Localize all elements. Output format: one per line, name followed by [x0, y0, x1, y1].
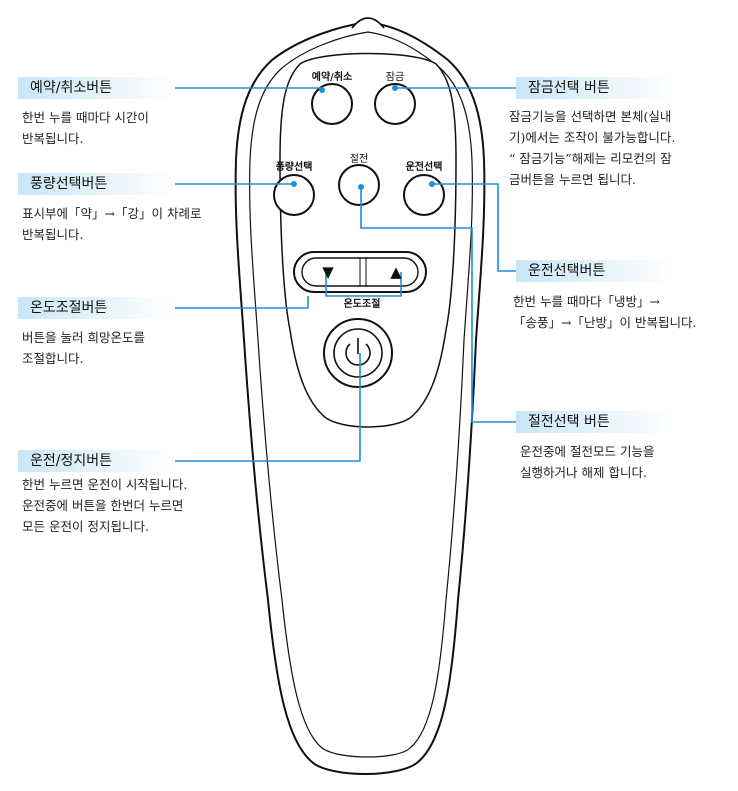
lock-button-label: 잠금 [385, 72, 405, 83]
mode-button-label: 운전선택 [405, 162, 443, 173]
callout-reserve-title: 예약/취소버튼 [18, 77, 175, 99]
remote-body-inner-outline [249, 31, 473, 758]
lock-button[interactable] [374, 83, 416, 125]
callout-power-desc: 한번 누르면 운전이 시작됩니다. 운전중에 버튼을 한번더 누르면 모든 운전… [22, 477, 188, 534]
reserve-button-label: 예약/취소 [311, 72, 353, 83]
temp-rocker-label: 온도조절 [343, 299, 381, 310]
callout-eco-title: 절전선택 버튼 [516, 411, 676, 433]
leader-power [175, 353, 361, 462]
callout-mode-title: 운전선택버튼 [516, 260, 676, 282]
callout-eco-desc: 운전중에 절전모드 기능을 실행하거나 해제 합니다. [520, 444, 655, 480]
fan-button-label: 풍량선택 [275, 162, 313, 173]
leader-dot-eco [358, 184, 364, 190]
temp-rocker[interactable] [293, 251, 427, 293]
callout-fan-title: 풍량선택버튼 [18, 173, 175, 195]
leader-dot-mode [429, 181, 435, 187]
leader-dot-lock [392, 85, 398, 91]
callout-lock-title: 잠금선택 버튼 [516, 77, 676, 99]
leader-eco [360, 187, 516, 423]
callout-reserve-desc: 한번 누를 때마다 시간이 반복됩니다. [22, 110, 149, 146]
leader-temp [175, 296, 309, 309]
callout-mode-desc: 한번 누를 때마다「냉방」→ 「송풍」→「난방」이 반복됩니다. [513, 294, 697, 330]
remote-face-panel [279, 52, 457, 428]
eco-button-label: 절전 [349, 154, 369, 165]
callout-lock-desc: 잠금기능을 선택하면 본체(실내 기)에서는 조작이 불가능합니다. “ 잠금기… [509, 109, 676, 187]
leader-dot-reserve [319, 87, 325, 93]
leader-temp-bracket [325, 272, 402, 297]
callout-temp-desc: 버튼을 눌러 희망온도를 조절합니다. [22, 330, 145, 366]
leader-dot-fan [291, 181, 297, 187]
remote-top-nub [351, 17, 385, 29]
temp-down-arrow: ▼ [322, 263, 334, 281]
mode-button[interactable] [403, 174, 445, 216]
callout-fan-desc: 표시부에「약」→「강」이 차례로 반복됩니다. [22, 206, 202, 242]
power-icon [345, 338, 371, 366]
callout-power-title: 운전/정지버튼 [18, 450, 175, 472]
reserve-button[interactable] [311, 83, 353, 125]
callout-temp-title: 온도조절버튼 [18, 297, 175, 319]
fan-button[interactable] [273, 174, 315, 216]
leader-mode [432, 183, 516, 272]
temp-up-arrow: ▲ [390, 263, 402, 281]
